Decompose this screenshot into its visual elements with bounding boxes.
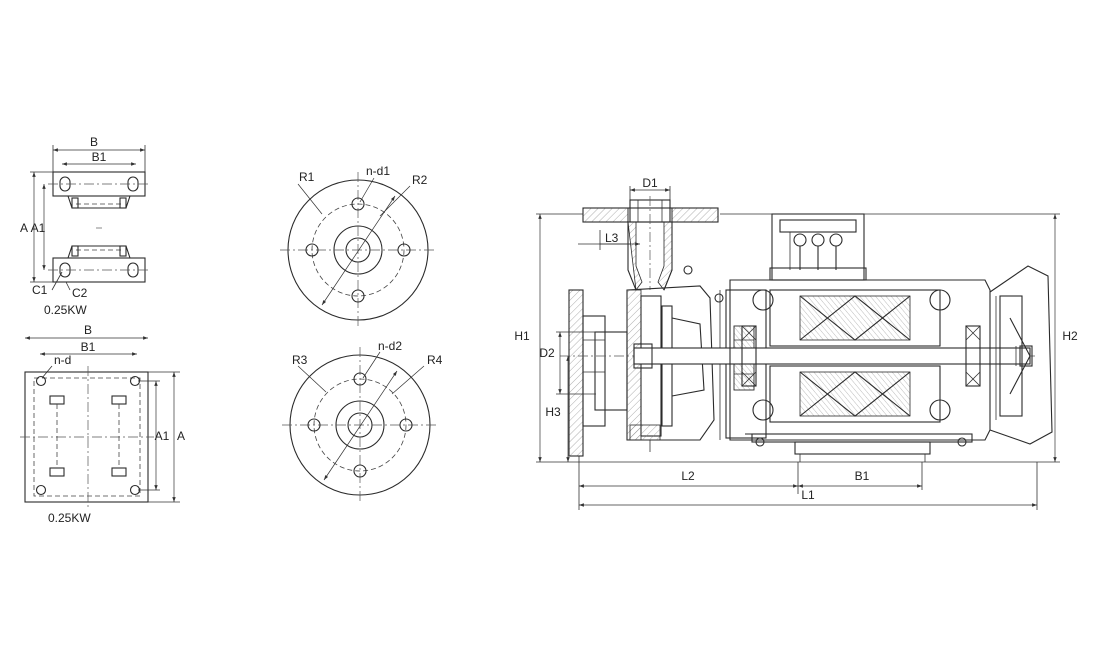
label-B-plan: B — [84, 323, 92, 337]
label-B1-plan: B1 — [81, 340, 96, 354]
label-C2: C2 — [72, 286, 88, 300]
label-nd-plan: n-d — [54, 353, 71, 367]
pump-assembly-section: D1 L3 — [514, 176, 1078, 510]
label-R1: R1 — [299, 170, 315, 184]
label-A-plan: A — [177, 429, 185, 443]
label-nd1: n-d1 — [366, 164, 390, 178]
label-L2: L2 — [681, 469, 695, 483]
label-A: A — [20, 221, 28, 235]
label-A1-plan: A1 — [155, 429, 170, 443]
label-nd2: n-d2 — [378, 339, 402, 353]
base-foot-side-view: B B1 A A1 C1 C2 0.25KW — [20, 135, 150, 317]
flange-outlet-view: R3 n-d2 R4 — [282, 339, 443, 503]
label-L1: L1 — [801, 488, 815, 502]
label-R4: R4 — [427, 353, 443, 367]
label-D1: D1 — [642, 176, 658, 190]
label-R3: R3 — [292, 353, 308, 367]
label-B1-pump: B1 — [855, 469, 870, 483]
flange-inlet-view: R1 n-d1 R2 — [280, 164, 436, 328]
label-B1: B1 — [92, 150, 107, 164]
label-H1: H1 — [514, 329, 530, 343]
label-L3: L3 — [605, 231, 619, 245]
label-D2: D2 — [539, 346, 555, 360]
base-plan-view: B B1 n-d A1 A 0.25KW — [20, 323, 185, 525]
label-power-bottom: 0.25KW — [48, 511, 91, 525]
label-R2: R2 — [412, 173, 428, 187]
label-power-top: 0.25KW — [44, 303, 87, 317]
label-A1: A1 — [31, 221, 46, 235]
label-H3: H3 — [545, 405, 561, 419]
label-C1: C1 — [32, 283, 48, 297]
label-B: B — [90, 135, 98, 149]
label-H2: H2 — [1062, 329, 1078, 343]
